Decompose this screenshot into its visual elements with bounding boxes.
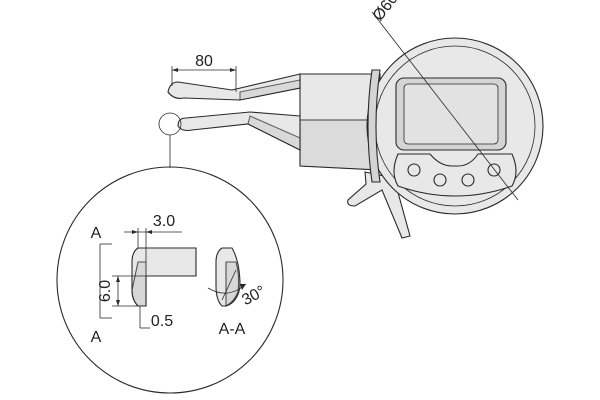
dim30-arrow-left xyxy=(132,230,138,234)
arrow-right-80 xyxy=(230,68,236,72)
diameter-leader xyxy=(371,11,519,201)
tip-width-label: 3.0 xyxy=(153,213,175,230)
dial-side-rim xyxy=(367,69,381,183)
angle-leg xyxy=(221,269,237,301)
dim30-arrow-right xyxy=(146,230,152,234)
section-marker-bottom: A xyxy=(91,329,102,346)
dim60-arrow-top xyxy=(116,276,120,282)
section-marker-top: A xyxy=(91,225,102,242)
section-profile-shade xyxy=(225,261,240,307)
button-3[interactable] xyxy=(461,173,475,187)
caliper-jaws xyxy=(167,73,301,151)
arrow-left-80 xyxy=(172,68,178,72)
dial-gauge xyxy=(299,37,544,239)
jaw-length-label: 80 xyxy=(195,53,213,70)
upper-jaw-shade xyxy=(239,79,301,101)
diameter-label: Ø60 xyxy=(370,0,402,24)
button-panel xyxy=(393,153,517,197)
lower-jaw-shade xyxy=(247,115,301,151)
tip-height-label: 6.0 xyxy=(97,280,114,302)
button-1[interactable] xyxy=(407,163,421,177)
dim60-arrow-bottom xyxy=(116,300,120,306)
detail-callout xyxy=(56,112,284,394)
detail-view: A A 3.0 6.0 0.5 30° A-A xyxy=(91,213,269,346)
section-label: A-A xyxy=(219,321,246,338)
angle-arrow xyxy=(240,284,246,290)
tip-thickness-label: 0.5 xyxy=(151,313,173,330)
detail-view-circle xyxy=(56,166,284,394)
tip-profile-shade xyxy=(131,261,147,307)
jaw-length-dimension: 80 xyxy=(171,53,237,92)
button-2[interactable] xyxy=(433,173,447,187)
lower-jaw xyxy=(177,111,301,151)
